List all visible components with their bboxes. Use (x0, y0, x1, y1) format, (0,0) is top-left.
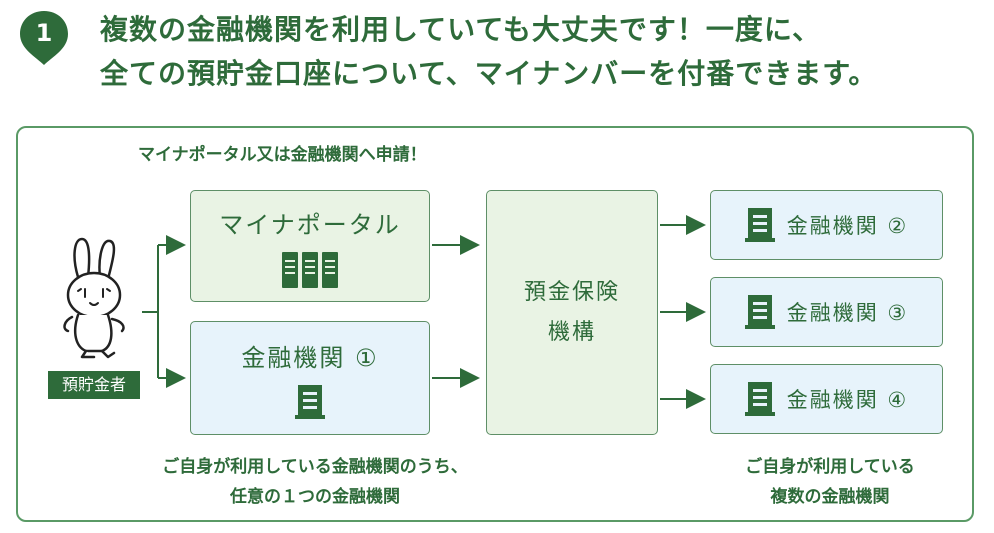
portal-binders-icon (282, 251, 338, 288)
headline-line-1: 複数の金融機関を利用していても大丈夫です！一度に、 (100, 13, 822, 46)
bank-building-icon (295, 384, 325, 419)
bank-three-label: 金融機関 ③ (786, 301, 909, 325)
bank-one-box: 金融機関 ① (190, 321, 430, 435)
bottom-left-note: ご自身が利用している金融機関のうち、 任意の１つの金融機関 (162, 457, 468, 507)
bank-three-box: 金融機関 ③ (710, 277, 943, 347)
bank-two-label: 金融機関 ② (786, 214, 909, 238)
bank-four-label: 金融機関 ④ (786, 388, 909, 412)
top-note: マイナポータル又は金融機関へ申請！ (138, 145, 427, 165)
bank-building-icon (744, 208, 775, 242)
map-pin-icon (20, 11, 68, 65)
step-number-badge: 1 (18, 9, 70, 67)
deposit-insurance-label: 預金保険 機構 (523, 279, 620, 345)
bank-building-icon (744, 295, 775, 329)
bank-four-box: 金融機関 ④ (710, 364, 943, 434)
mynaportal-box: マイナポータル (190, 190, 430, 302)
deposit-insurance-box: 預金保険 機構 (486, 190, 658, 435)
headline-line-2: 全ての預貯金口座について、マイナンバーを付番できます。 (100, 57, 878, 90)
bank-one-label: 金融機関 ① (241, 343, 379, 372)
headline: 複数の金融機関を利用していても大丈夫です！一度に、 全ての預貯金口座について、マ… (100, 8, 980, 96)
depositor-label: 預貯金者 (48, 371, 140, 399)
rabbit-mascot-icon (63, 237, 125, 359)
step-number: 1 (35, 19, 53, 47)
bank-two-box: 金融機関 ② (710, 190, 943, 260)
bottom-right-note: ご自身が利用している 複数の金融機関 (745, 457, 915, 507)
bank-building-icon (744, 382, 775, 416)
mynaportal-label: マイナポータル (219, 210, 401, 239)
diagram-frame (16, 126, 974, 522)
